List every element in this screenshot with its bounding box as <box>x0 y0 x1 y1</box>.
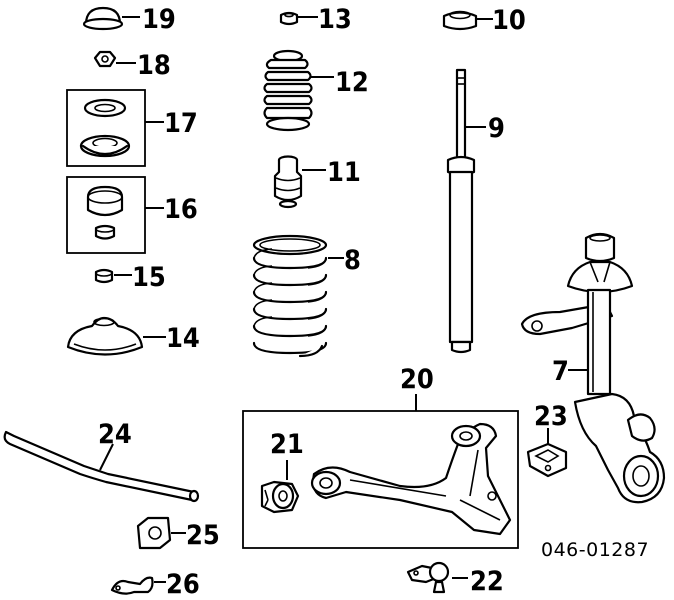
callout-26: 26 <box>166 569 200 600</box>
part-25-bushing <box>136 516 172 550</box>
part-11-bump-stop <box>273 155 303 209</box>
part-22-ball-joint <box>406 561 450 594</box>
part-16-mount-set <box>66 176 146 254</box>
callout-9: 9 <box>488 113 505 144</box>
part-21-bushing <box>260 480 300 514</box>
part-10-washer <box>442 10 478 31</box>
callout-16: 16 <box>164 194 198 225</box>
callout-11: 11 <box>327 157 361 188</box>
part-17-bearing-set <box>66 89 146 167</box>
part-12-dust-boot <box>263 49 313 132</box>
part-24-stabilizer-bar <box>3 430 200 503</box>
callout-13: 13 <box>318 4 352 35</box>
part-26-clamp <box>110 576 154 595</box>
callout-21: 21 <box>270 429 304 460</box>
callout-18: 18 <box>137 50 171 81</box>
part-20-lower-control-arm <box>310 422 512 536</box>
part-19-dust-cap <box>82 6 124 31</box>
callout-22: 22 <box>470 566 504 597</box>
callout-14: 14 <box>166 323 200 354</box>
callout-23: 23 <box>534 401 568 432</box>
callout-7: 7 <box>552 356 569 387</box>
callout-25: 25 <box>186 520 220 551</box>
part-18-nut <box>93 50 117 68</box>
callout-20: 20 <box>400 364 434 395</box>
part-23-bracket <box>526 442 568 478</box>
part-9-shock-absorber <box>446 68 476 354</box>
callout-15: 15 <box>132 262 166 293</box>
diagram-code: 046-01287 <box>541 539 649 561</box>
callout-17: 17 <box>164 108 198 139</box>
callout-10: 10 <box>492 5 526 36</box>
callout-24: 24 <box>98 419 132 450</box>
callout-12: 12 <box>335 67 369 98</box>
part-15-bushing <box>94 268 114 284</box>
control-arm-group-box <box>242 410 519 549</box>
part-14-spring-seat <box>66 316 144 356</box>
part-7-strut-assembly <box>520 232 666 504</box>
callout-19: 19 <box>142 4 176 35</box>
part-8-coil-spring <box>252 234 328 358</box>
part-13-nut <box>279 11 299 26</box>
callout-8: 8 <box>344 245 361 276</box>
